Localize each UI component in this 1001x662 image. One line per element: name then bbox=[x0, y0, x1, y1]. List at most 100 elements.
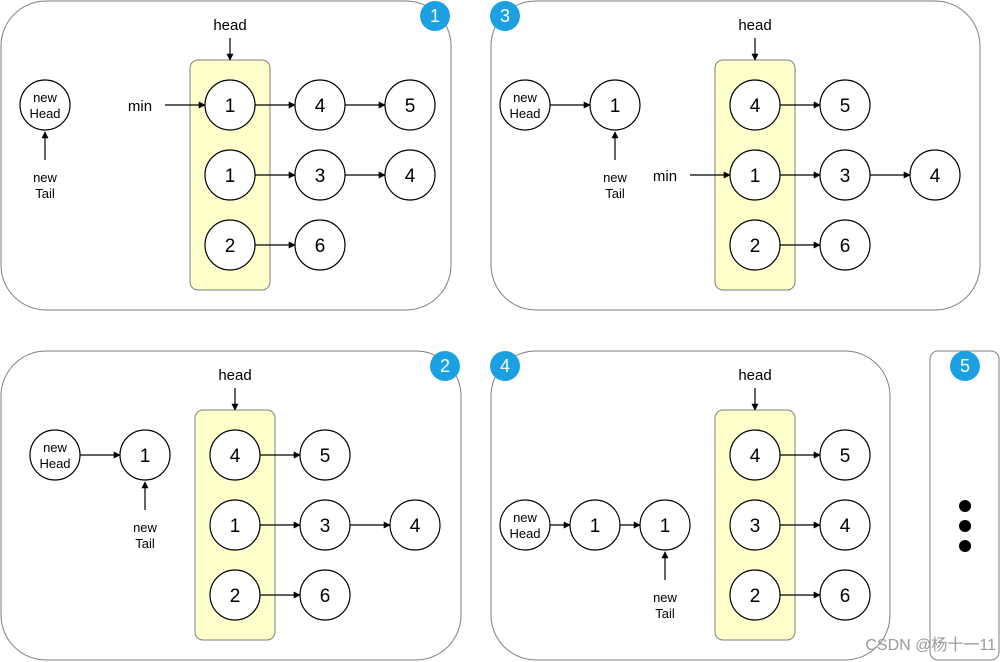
step-badge: 3 bbox=[490, 1, 520, 31]
svg-text:3: 3 bbox=[315, 166, 326, 187]
list-node: 1 bbox=[589, 79, 641, 131]
svg-text:new: new bbox=[653, 590, 677, 605]
svg-text:new: new bbox=[33, 90, 57, 105]
list-node: 4 bbox=[209, 429, 261, 481]
svg-text:2: 2 bbox=[750, 586, 761, 607]
list-node: 1 bbox=[204, 149, 256, 201]
svg-text:1: 1 bbox=[225, 166, 236, 187]
svg-text:Head: Head bbox=[509, 106, 540, 121]
list-node: 4 bbox=[909, 149, 961, 201]
new-tail-label: new Tail bbox=[603, 170, 627, 201]
min-label: min bbox=[128, 98, 152, 115]
list-node: 3 bbox=[819, 149, 871, 201]
svg-text:new: new bbox=[33, 170, 57, 185]
list-node: 6 bbox=[299, 569, 351, 621]
svg-text:4: 4 bbox=[750, 96, 761, 117]
svg-text:2: 2 bbox=[440, 356, 450, 376]
list-node: 5 bbox=[299, 429, 351, 481]
list-node: 1 bbox=[729, 149, 781, 201]
svg-text:6: 6 bbox=[320, 586, 331, 607]
svg-text:Tail: Tail bbox=[655, 606, 675, 621]
list-node: 5 bbox=[819, 79, 871, 131]
svg-text:1: 1 bbox=[430, 6, 440, 26]
svg-text:4: 4 bbox=[405, 166, 416, 187]
list-node: 1 bbox=[569, 499, 621, 551]
svg-text:2: 2 bbox=[750, 236, 761, 257]
new-head-node: new Head bbox=[499, 79, 551, 131]
list-node: 2 bbox=[209, 569, 261, 621]
new-head-node: new Head bbox=[19, 79, 71, 131]
list-node: 2 bbox=[204, 219, 256, 271]
list-node: 6 bbox=[819, 219, 871, 271]
svg-text:2: 2 bbox=[225, 236, 236, 257]
head-label: head bbox=[218, 367, 251, 384]
list-node: 2 bbox=[729, 219, 781, 271]
list-node: 1 bbox=[204, 79, 256, 131]
svg-text:3: 3 bbox=[840, 166, 851, 187]
list-node: 1 bbox=[119, 429, 171, 481]
list-node: 4 bbox=[729, 429, 781, 481]
list-node: 4 bbox=[729, 79, 781, 131]
list-node: 6 bbox=[819, 569, 871, 621]
list-node: 1 bbox=[209, 499, 261, 551]
svg-text:1: 1 bbox=[750, 166, 761, 187]
new-tail-label: new Tail bbox=[133, 520, 157, 551]
min-label: min bbox=[653, 168, 677, 185]
step-badge: 2 bbox=[430, 351, 460, 381]
new-head-node: new Head bbox=[499, 499, 551, 551]
svg-text:6: 6 bbox=[315, 236, 326, 257]
svg-text:5: 5 bbox=[840, 446, 851, 467]
new-head-node: new Head bbox=[29, 429, 81, 481]
svg-text:1: 1 bbox=[225, 96, 236, 117]
list-node: 4 bbox=[384, 149, 436, 201]
svg-text:5: 5 bbox=[320, 446, 331, 467]
head-label: head bbox=[738, 17, 771, 34]
panel-2: 2 head new Head 1 new Tail 4 5 1 3 4 2 6 bbox=[0, 350, 462, 661]
svg-text:Head: Head bbox=[509, 526, 540, 541]
svg-text:5: 5 bbox=[960, 356, 970, 376]
svg-text:4: 4 bbox=[930, 166, 941, 187]
svg-text:6: 6 bbox=[840, 586, 851, 607]
svg-text:new: new bbox=[43, 440, 67, 455]
new-tail-label: new Tail bbox=[33, 170, 57, 201]
svg-text:3: 3 bbox=[320, 516, 331, 537]
panel-3: 3 head min new Head 1 new Tail 4 5 1 3 4… bbox=[490, 0, 981, 311]
ellipsis-dots bbox=[959, 500, 971, 552]
list-node: 5 bbox=[384, 79, 436, 131]
svg-text:Tail: Tail bbox=[35, 186, 55, 201]
head-label: head bbox=[213, 17, 246, 34]
svg-text:4: 4 bbox=[410, 516, 421, 537]
svg-text:new: new bbox=[603, 170, 627, 185]
step-badge: 4 bbox=[490, 351, 520, 381]
list-node: 4 bbox=[819, 499, 871, 551]
svg-text:2: 2 bbox=[230, 586, 241, 607]
svg-text:3: 3 bbox=[500, 6, 510, 26]
svg-text:Tail: Tail bbox=[135, 536, 155, 551]
svg-text:6: 6 bbox=[840, 236, 851, 257]
svg-text:1: 1 bbox=[140, 446, 151, 467]
svg-text:1: 1 bbox=[590, 516, 601, 537]
svg-text:5: 5 bbox=[405, 96, 416, 117]
svg-text:5: 5 bbox=[840, 96, 851, 117]
list-node: 3 bbox=[294, 149, 346, 201]
new-tail-label: new Tail bbox=[653, 590, 677, 621]
svg-text:Tail: Tail bbox=[605, 186, 625, 201]
step-badge: 1 bbox=[420, 1, 450, 31]
svg-text:3: 3 bbox=[750, 516, 761, 537]
svg-text:4: 4 bbox=[230, 446, 241, 467]
svg-text:1: 1 bbox=[660, 516, 671, 537]
list-node: 2 bbox=[729, 569, 781, 621]
svg-text:1: 1 bbox=[230, 516, 241, 537]
panel-1: 1 head min new Head new Tail 1 4 5 1 3 4… bbox=[0, 0, 452, 311]
list-node: 6 bbox=[294, 219, 346, 271]
list-node: 4 bbox=[389, 499, 441, 551]
panel-5: 5 bbox=[929, 350, 1000, 661]
list-node: 4 bbox=[294, 79, 346, 131]
watermark: CSDN @杨十一11 bbox=[865, 636, 996, 654]
svg-text:new: new bbox=[513, 90, 537, 105]
list-node: 3 bbox=[299, 499, 351, 551]
head-label: head bbox=[738, 367, 771, 384]
list-node: 3 bbox=[729, 499, 781, 551]
svg-text:4: 4 bbox=[500, 356, 510, 376]
